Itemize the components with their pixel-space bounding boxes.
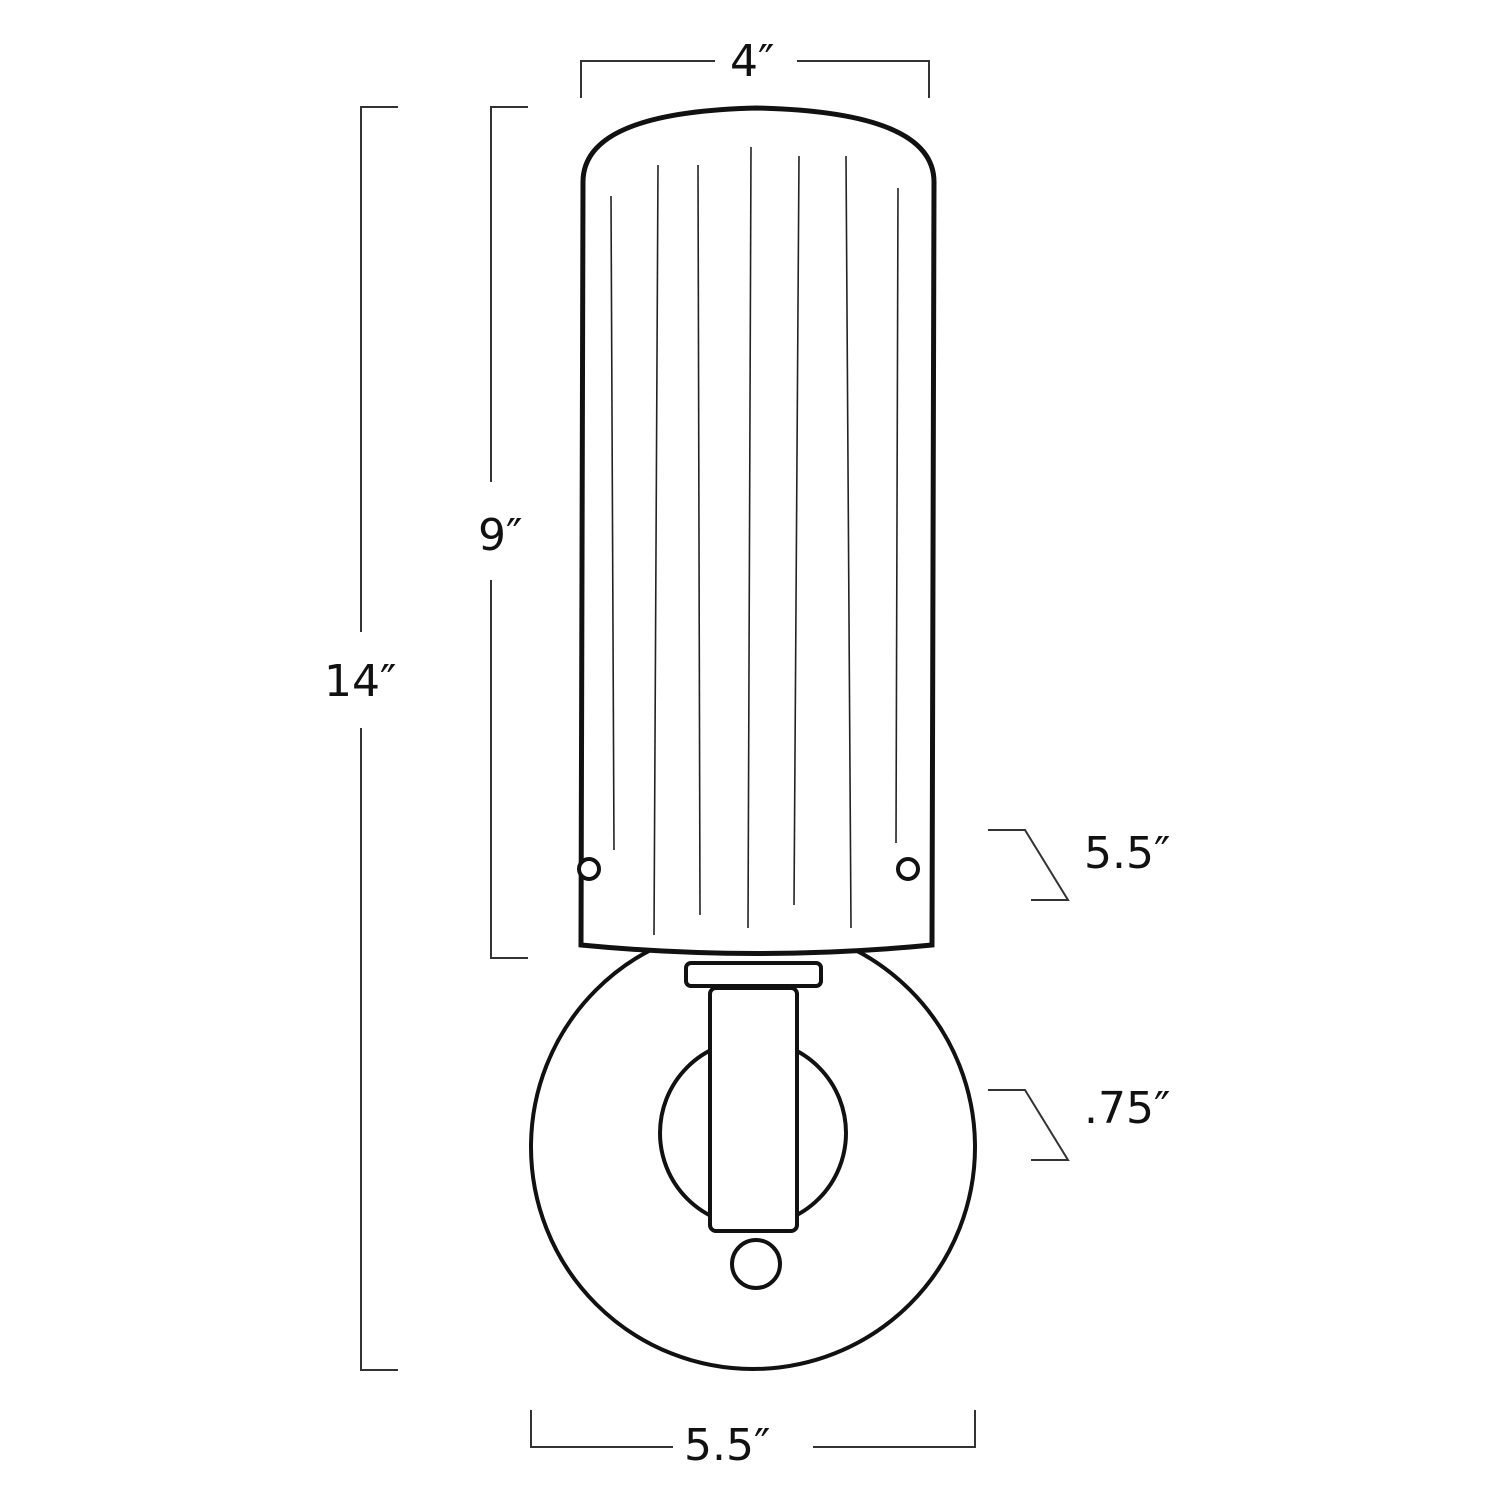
screw-left bbox=[577, 857, 601, 881]
overall-height-label: 14″ bbox=[320, 660, 401, 704]
knob bbox=[730, 1238, 782, 1290]
extension-callout bbox=[988, 829, 1070, 901]
shade-width-bracket-right bbox=[797, 60, 930, 98]
shade-height-bracket-bottom bbox=[490, 580, 528, 959]
shade bbox=[577, 105, 937, 956]
shade-width-bracket-left bbox=[580, 60, 715, 98]
shade-width-label: 4″ bbox=[726, 40, 779, 84]
backplate-width-bracket-left bbox=[530, 1410, 673, 1448]
shade-screws bbox=[577, 857, 920, 881]
overall-height-bracket-top bbox=[360, 106, 398, 632]
backplate bbox=[529, 923, 977, 1371]
extension-label: 5.5″ bbox=[1080, 832, 1175, 876]
collar bbox=[684, 961, 823, 988]
overall-height-bracket-bottom bbox=[360, 728, 398, 1371]
arm-stem bbox=[708, 986, 799, 1233]
shade-height-bracket-top bbox=[490, 106, 528, 482]
shade-flutes bbox=[610, 146, 899, 936]
shade-height-label: 9″ bbox=[474, 514, 527, 558]
backplate-width-bracket-right bbox=[813, 1410, 976, 1448]
depth-callout bbox=[988, 1089, 1070, 1161]
backplate-width-label: 5.5″ bbox=[680, 1424, 775, 1468]
dimension-lines bbox=[360, 60, 1070, 1448]
screw-right bbox=[896, 857, 920, 881]
depth-label: .75″ bbox=[1080, 1087, 1175, 1131]
shade-outline bbox=[578, 105, 937, 956]
